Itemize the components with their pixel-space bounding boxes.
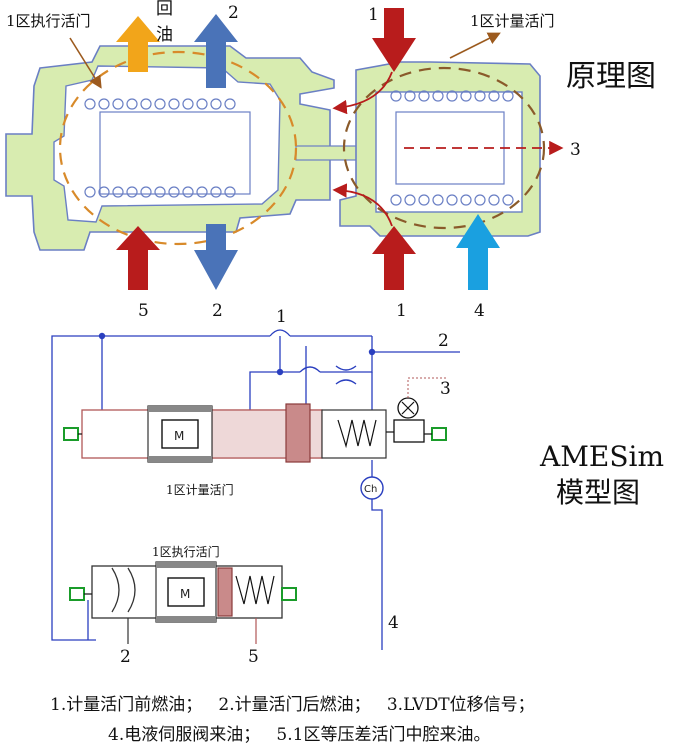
line-crossover-top [269,329,291,337]
hatch-top [148,406,212,412]
junction-dot [368,348,376,356]
label-arrow-bottom-right-red: 1 [396,301,407,321]
chamber-symbol [360,476,384,500]
label-actuator-valve: 1区执行活门 [6,12,91,30]
model-port-bottom-mid: 5 [248,647,259,667]
principle-diagram: 1区执行活门 回 油 2 1 1区计量活门 原理图 3 5 2 1 4 [5,0,656,321]
model-port-top: 1 [276,307,287,327]
motor-symbol: M [174,429,184,443]
top-red-arrow [372,8,416,72]
bottom-red-arrow-right [372,226,416,290]
bottom-cyan-arrow [456,214,500,290]
bottom-blue-arrow [194,224,238,290]
caption-line2: 4.电液伺服阀来油； 5.1区等压差活门中腔来油。 [108,725,490,745]
label-arrow-bottom-right-blue: 4 [474,301,485,321]
caption-line1: 1.计量活门前燃油； 2.计量活门后燃油； 3.LVDT位移信号； [50,695,535,715]
flow-curve-bottom [332,183,393,227]
label-return-oil-2: 油 [156,25,173,45]
actuator-piston [99,111,251,195]
line-crossover-mid [299,366,321,373]
title-amesim-line2: 模型图 [556,476,640,509]
label-arrow-top-center: 2 [228,3,239,23]
label-arrow-bottom-left: 5 [138,301,149,321]
metering-valve-model: M Ch [63,377,447,500]
actuator-valve-model: M [69,561,297,623]
title-principle: 原理图 [566,59,656,94]
model-port-right-upper: 2 [438,331,449,351]
flow-curve-top [332,71,393,115]
title-amesim-line1: AMESim [539,440,664,473]
left-port-box [63,427,79,441]
label-arrow-bottom-center: 2 [212,301,223,321]
label-model-metering: 1区计量活门 [166,482,234,497]
actuator-pointer [69,37,102,89]
metering-pointer [449,32,501,59]
model-port-lvdt: 3 [440,379,451,399]
right-port-box [431,427,447,441]
hatch-bottom [148,456,212,462]
motor-symbol-2: M [180,587,190,601]
label-arrow-right: 3 [570,140,581,160]
model-port-bottom-right: 4 [388,613,399,633]
top-blue-arrow [194,14,238,88]
junction-dot [276,368,284,376]
label-return-oil-1: 回 [156,0,173,19]
return-oil-arrow [116,16,160,72]
metering-dashed-region [342,66,546,230]
label-model-actuator: 1区执行活门 [152,544,220,559]
label-arrow-top-right: 1 [368,5,379,25]
label-metering-valve: 1区计量活门 [470,12,555,30]
actuator-dashed-region [58,50,298,246]
orifice-symbol [335,365,357,385]
junction-dot [98,332,106,340]
spring-symbol [337,419,377,449]
connecting-stem [295,145,361,161]
chamber-label: Ch [364,484,377,495]
actuator-holes [84,98,236,198]
model-port-bottom-left: 2 [120,647,131,667]
bottom-red-arrow-left [116,226,160,290]
metering-holes [390,90,514,206]
amesim-diagram: M Ch M [51,307,664,667]
